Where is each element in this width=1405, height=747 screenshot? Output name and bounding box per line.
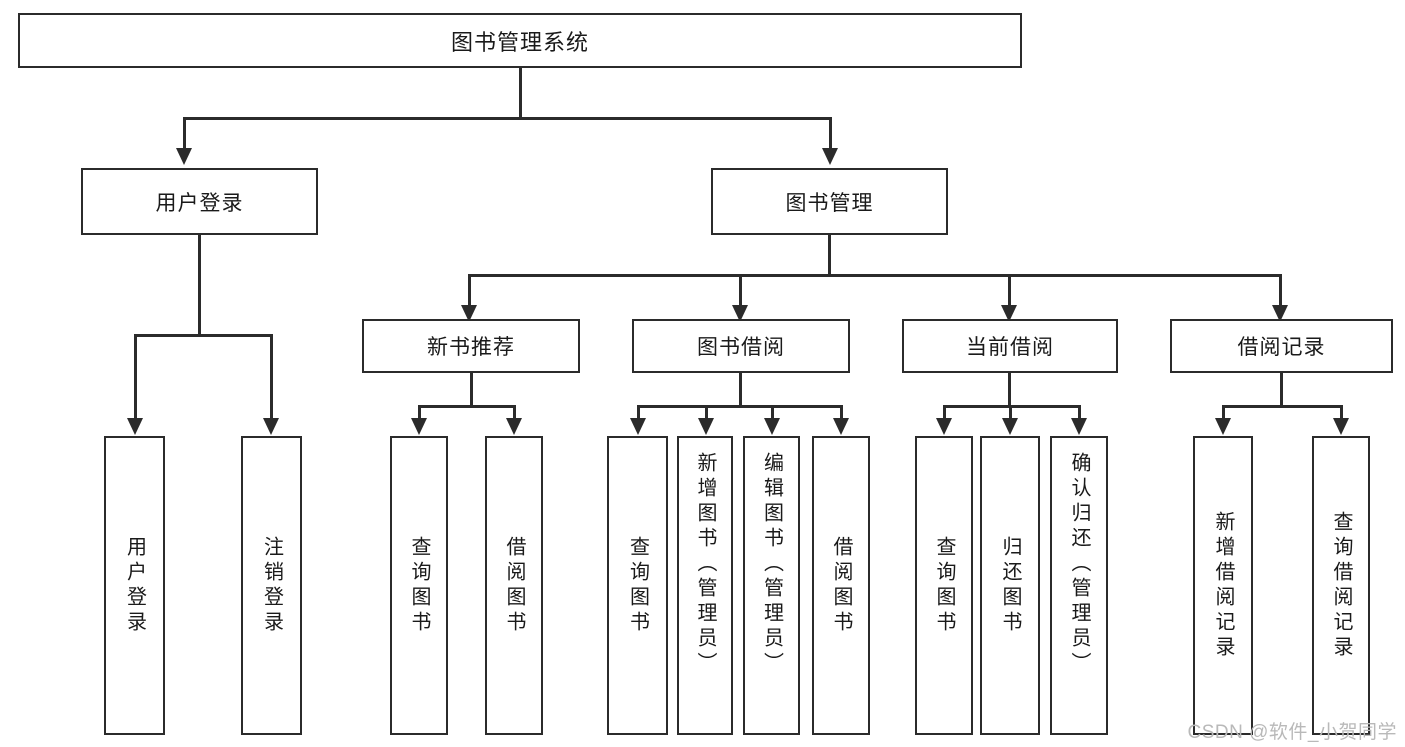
connector-new-book-bus [418, 405, 515, 408]
connector-new-book-branch-2 [513, 405, 516, 419]
node-label: 新书推荐 [427, 336, 515, 359]
leaf-query-book-recommend[interactable]: 查询图书 [390, 436, 448, 735]
node-label: 图书管理 [785, 191, 874, 215]
node-new-book-recommend[interactable]: 新书推荐 [362, 319, 580, 373]
arrow-current-borrow-leaf-3 [1071, 418, 1087, 435]
leaf-logout[interactable]: 注销登录 [241, 436, 302, 735]
arrow-new-book-leaf-2 [506, 418, 522, 435]
connector-root-to-book-manage [829, 117, 832, 149]
node-label: 当前借阅 [966, 336, 1054, 359]
leaf-query-borrow-record[interactable]: 查询借阅记录 [1312, 436, 1370, 735]
leaf-label: 归还图书 [999, 535, 1021, 636]
arrow-to-book-borrow [732, 305, 748, 322]
arrow-borrow-record-leaf-1 [1215, 418, 1231, 435]
connector-current-borrow-branch-1 [943, 405, 946, 419]
connector-to-new-book [468, 274, 471, 306]
arrow-to-borrow-record [1272, 305, 1288, 322]
watermark: CSDN @软件_小贺同学 [1187, 722, 1397, 743]
connector-current-borrow-branch-3 [1078, 405, 1081, 419]
connector-book-manage-stem [828, 235, 831, 275]
leaf-label: 用户登录 [123, 535, 146, 636]
connector-to-current-borrow [1008, 274, 1011, 306]
leaf-query-book-borrow[interactable]: 查询图书 [607, 436, 668, 735]
arrow-book-borrow-leaf-2 [698, 418, 714, 435]
leaf-label: 借阅图书 [830, 535, 852, 636]
connector-book-borrow-branch-3 [771, 405, 774, 419]
leaf-return-book[interactable]: 归还图书 [980, 436, 1040, 735]
connector-current-borrow-stem [1008, 373, 1011, 406]
node-user-login[interactable]: 用户登录 [81, 168, 318, 235]
leaf-label: 借阅图书 [503, 535, 525, 636]
connector-current-borrow-branch-2 [1009, 405, 1012, 419]
node-label: 图书借阅 [697, 336, 785, 359]
arrow-user-login-leaf-2 [263, 418, 279, 435]
connector-book-borrow-stem [739, 373, 742, 406]
connector-root-bus [183, 117, 831, 120]
connector-book-borrow-branch-2 [705, 405, 708, 419]
arrow-root-to-user-login [176, 148, 192, 165]
leaf-add-borrow-record[interactable]: 新增借阅记录 [1193, 436, 1253, 735]
connector-borrow-record-stem [1280, 373, 1283, 406]
connector-borrow-record-branch-2 [1340, 405, 1343, 419]
arrow-new-book-leaf-1 [411, 418, 427, 435]
arrow-to-current-borrow [1001, 305, 1017, 322]
connector-user-login-bus [134, 334, 273, 337]
connector-borrow-record-branch-1 [1222, 405, 1225, 419]
leaf-label: 编辑图书（管理员） [760, 452, 783, 677]
leaf-label: 查询图书 [626, 535, 649, 636]
leaf-label: 新增图书（管理员） [694, 452, 716, 677]
arrow-root-to-book-manage [822, 148, 838, 165]
connector-root-stem [519, 68, 522, 118]
connector-new-book-branch-1 [418, 405, 421, 419]
connector-new-book-stem [470, 373, 473, 406]
connector-user-login-stem [198, 235, 201, 335]
arrow-book-borrow-leaf-3 [764, 418, 780, 435]
connector-book-borrow-branch-1 [637, 405, 640, 419]
leaf-label: 新增借阅记录 [1212, 510, 1234, 661]
arrow-book-borrow-leaf-1 [630, 418, 646, 435]
node-current-borrow[interactable]: 当前借阅 [902, 319, 1118, 373]
node-borrow-record[interactable]: 借阅记录 [1170, 319, 1393, 373]
node-label: 用户登录 [155, 191, 244, 215]
leaf-query-book-current[interactable]: 查询图书 [915, 436, 973, 735]
leaf-label: 查询图书 [933, 535, 955, 636]
arrow-current-borrow-leaf-1 [936, 418, 952, 435]
connector-book-manage-bus [468, 274, 1280, 277]
node-book-manage[interactable]: 图书管理 [711, 168, 948, 235]
node-label: 借阅记录 [1237, 336, 1326, 359]
node-book-borrow[interactable]: 图书借阅 [632, 319, 850, 373]
arrow-to-new-book [461, 305, 477, 322]
connector-user-login-branch-2 [270, 334, 273, 419]
connector-borrow-record-bus [1222, 405, 1341, 408]
leaf-user-login[interactable]: 用户登录 [104, 436, 165, 735]
leaf-label: 注销登录 [260, 535, 283, 636]
leaf-label: 查询借阅记录 [1330, 510, 1352, 661]
connector-root-to-user-login [183, 117, 186, 149]
node-root-system[interactable]: 图书管理系统 [18, 13, 1022, 68]
connector-to-book-borrow [739, 274, 742, 306]
arrow-book-borrow-leaf-4 [833, 418, 849, 435]
connector-book-borrow-branch-4 [840, 405, 843, 419]
arrow-borrow-record-leaf-2 [1333, 418, 1349, 435]
leaf-borrow-book-recommend[interactable]: 借阅图书 [485, 436, 543, 735]
connector-user-login-branch-1 [134, 334, 137, 419]
connector-to-borrow-record [1279, 274, 1282, 306]
node-label: 图书管理系统 [450, 29, 589, 55]
leaf-confirm-return-admin[interactable]: 确认归还（管理员） [1050, 436, 1108, 735]
leaf-edit-book-admin[interactable]: 编辑图书（管理员） [743, 436, 800, 735]
leaf-add-book-admin[interactable]: 新增图书（管理员） [677, 436, 733, 735]
arrow-user-login-leaf-1 [127, 418, 143, 435]
connector-book-borrow-bus [637, 405, 841, 408]
leaf-borrow-book[interactable]: 借阅图书 [812, 436, 870, 735]
arrow-current-borrow-leaf-2 [1002, 418, 1018, 435]
leaf-label: 查询图书 [408, 535, 430, 636]
leaf-label: 确认归还（管理员） [1068, 452, 1090, 677]
